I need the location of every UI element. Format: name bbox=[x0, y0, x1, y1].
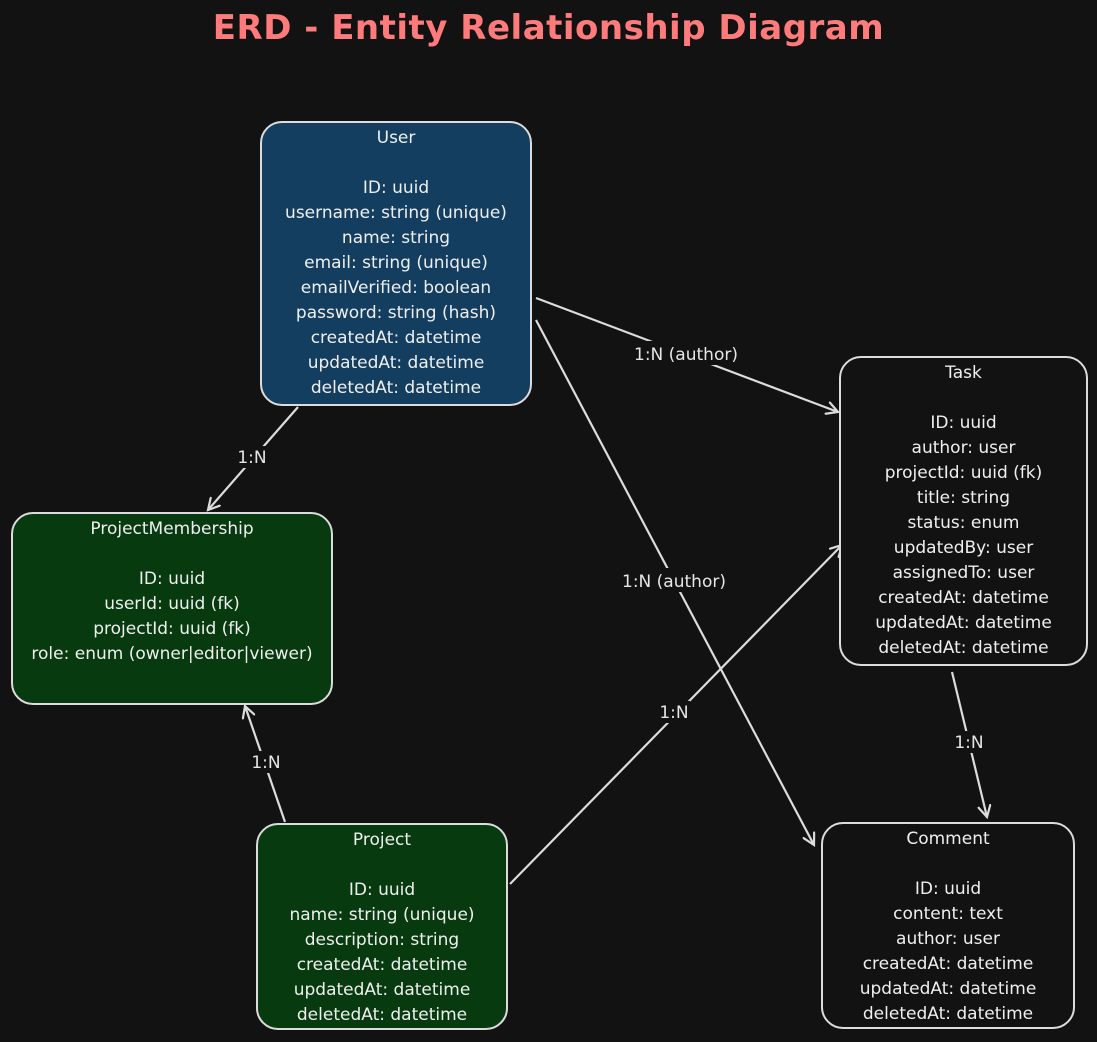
field: projectId: uuid (fk) bbox=[93, 619, 251, 639]
field: deletedAt: datetime bbox=[296, 1005, 468, 1025]
entity-project-membership[interactable]: ProjectMembership ID: uuid userId: uuid … bbox=[11, 512, 333, 705]
field: author: user bbox=[896, 929, 1000, 949]
label-project-membership: 1:N bbox=[251, 753, 280, 773]
field: createdAt: datetime bbox=[878, 588, 1049, 608]
field: status: enum bbox=[907, 513, 1020, 533]
field: userId: uuid (fk) bbox=[104, 594, 240, 614]
field: updatedAt: datetime bbox=[875, 613, 1052, 633]
label-project-task: 1:N bbox=[659, 703, 688, 723]
field: deletedAt: datetime bbox=[862, 1004, 1034, 1024]
field: deletedAt: datetime bbox=[878, 638, 1049, 658]
field: description: string bbox=[304, 930, 460, 950]
field: role: enum (owner|editor|viewer) bbox=[31, 644, 313, 664]
field: ID: uuid bbox=[914, 879, 982, 899]
entity-task[interactable]: Task ID: uuid author: user projectId: uu… bbox=[839, 356, 1088, 666]
field: content: text bbox=[893, 904, 1003, 924]
entity-user[interactable]: User ID: uuid username: string (unique) … bbox=[260, 121, 532, 406]
label-task-comment: 1:N bbox=[954, 733, 983, 753]
label-user-comment: 1:N (author) bbox=[622, 572, 726, 592]
field: ID: uuid bbox=[362, 178, 430, 198]
field: ID: uuid bbox=[138, 569, 206, 589]
field: name: string (unique) bbox=[289, 905, 475, 925]
diagram-title: ERD - Entity Relationship Diagram bbox=[212, 8, 885, 48]
field: ID: uuid bbox=[930, 413, 997, 433]
field: updatedAt: datetime bbox=[293, 980, 471, 1000]
entity-membership-name: ProjectMembership bbox=[90, 519, 254, 539]
field: createdAt: datetime bbox=[310, 328, 482, 348]
field: name: string bbox=[341, 228, 451, 248]
field: email: string (unique) bbox=[304, 253, 488, 273]
entity-project[interactable]: Project ID: uuid name: string (unique) d… bbox=[256, 823, 508, 1030]
field: projectId: uuid (fk) bbox=[884, 463, 1043, 483]
field: emailVerified: boolean bbox=[300, 278, 492, 298]
entity-user-name: User bbox=[376, 128, 416, 148]
label-user-membership: 1:N bbox=[237, 448, 266, 468]
field: ID: uuid bbox=[348, 880, 416, 900]
field: createdAt: datetime bbox=[296, 955, 468, 975]
field: updatedAt: datetime bbox=[307, 353, 485, 373]
field: password: string (hash) bbox=[295, 303, 497, 323]
entity-task-name: Task bbox=[945, 363, 982, 383]
field: author: user bbox=[911, 438, 1016, 458]
field: createdAt: datetime bbox=[862, 954, 1034, 974]
field: username: string (unique) bbox=[285, 203, 507, 223]
field: updatedBy: user bbox=[893, 538, 1034, 558]
field: assignedTo: user bbox=[892, 563, 1035, 583]
field: updatedAt: datetime bbox=[859, 979, 1037, 999]
entity-project-name: Project bbox=[352, 830, 412, 850]
field: title: string bbox=[916, 488, 1011, 508]
label-user-task: 1:N (author) bbox=[634, 345, 738, 365]
entity-comment-name: Comment bbox=[906, 829, 990, 849]
field: deletedAt: datetime bbox=[310, 378, 482, 398]
entity-comment[interactable]: Comment ID: uuid content: text author: u… bbox=[821, 822, 1075, 1029]
